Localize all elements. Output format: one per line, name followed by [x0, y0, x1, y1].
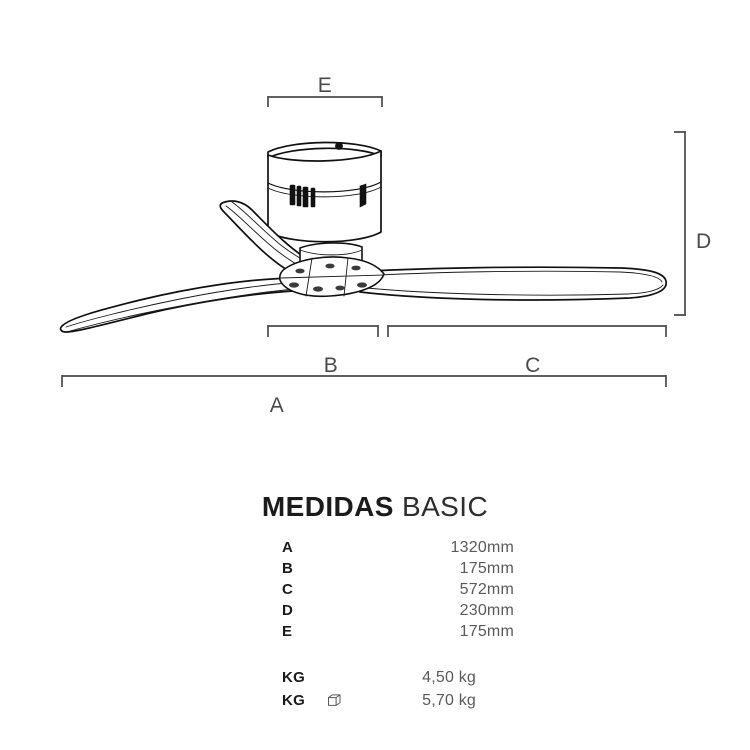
measurement-row: B 175mm — [282, 558, 514, 579]
weight-list: KG 4,50 kg KG — [282, 666, 514, 712]
measurements-title: MEDIDAS BASIC — [0, 492, 750, 521]
mount-screw-dot — [335, 142, 343, 150]
dimension-label-e: E — [318, 74, 333, 97]
fan-blade-left — [59, 277, 313, 333]
dimension-a — [61, 375, 667, 387]
box-icon — [324, 693, 344, 708]
measurement-row: A 1320mm — [282, 537, 514, 558]
measurement-row: C 572mm — [282, 579, 514, 600]
weight-value: 5,70 kg — [422, 691, 476, 709]
dimension-label-a: A — [270, 394, 285, 417]
technical-drawing: E D B C A — [59, 74, 712, 417]
vent-slots-left — [289, 184, 316, 208]
measurement-value: 175mm — [459, 560, 514, 578]
title-strong: MEDIDAS — [261, 491, 394, 522]
dimension-d — [674, 131, 686, 316]
measurement-key: C — [282, 581, 294, 599]
dimension-c — [387, 325, 667, 337]
dimension-label-d: D — [696, 230, 712, 253]
dimension-label-c: C — [525, 354, 541, 377]
weight-key: KG — [282, 692, 306, 710]
measurement-key: A — [282, 539, 294, 557]
measurement-row: D 230mm — [282, 600, 514, 621]
title-light: BASIC — [402, 491, 489, 522]
measurement-key: D — [282, 602, 294, 620]
dimension-e — [267, 96, 383, 107]
measurements-block: MEDIDAS BASIC A 1320mm B 175mm C 572mm D… — [0, 492, 750, 712]
measurement-list: A 1320mm B 175mm C 572mm D 230mm E 175mm — [236, 537, 514, 712]
measurement-key: B — [282, 560, 294, 578]
measurement-row: E 175mm — [282, 621, 514, 642]
motor-housing — [267, 141, 382, 243]
weight-key: KG — [282, 669, 306, 687]
measurement-value: 175mm — [459, 623, 514, 641]
measurement-value: 230mm — [459, 602, 514, 620]
vent-slots-right — [359, 183, 367, 208]
fan-hub — [278, 242, 385, 298]
weight-row-packaged: KG 5,70 kg — [282, 689, 514, 712]
measurement-key: E — [282, 623, 293, 641]
weight-row-net: KG 4,50 kg — [282, 666, 514, 689]
measurement-value: 572mm — [459, 581, 514, 599]
dimension-label-b: B — [324, 354, 339, 377]
measurement-value: 1320mm — [450, 539, 514, 557]
dimension-b — [267, 325, 379, 337]
fan-blade-right — [351, 266, 667, 301]
weight-value: 4,50 kg — [422, 668, 476, 686]
